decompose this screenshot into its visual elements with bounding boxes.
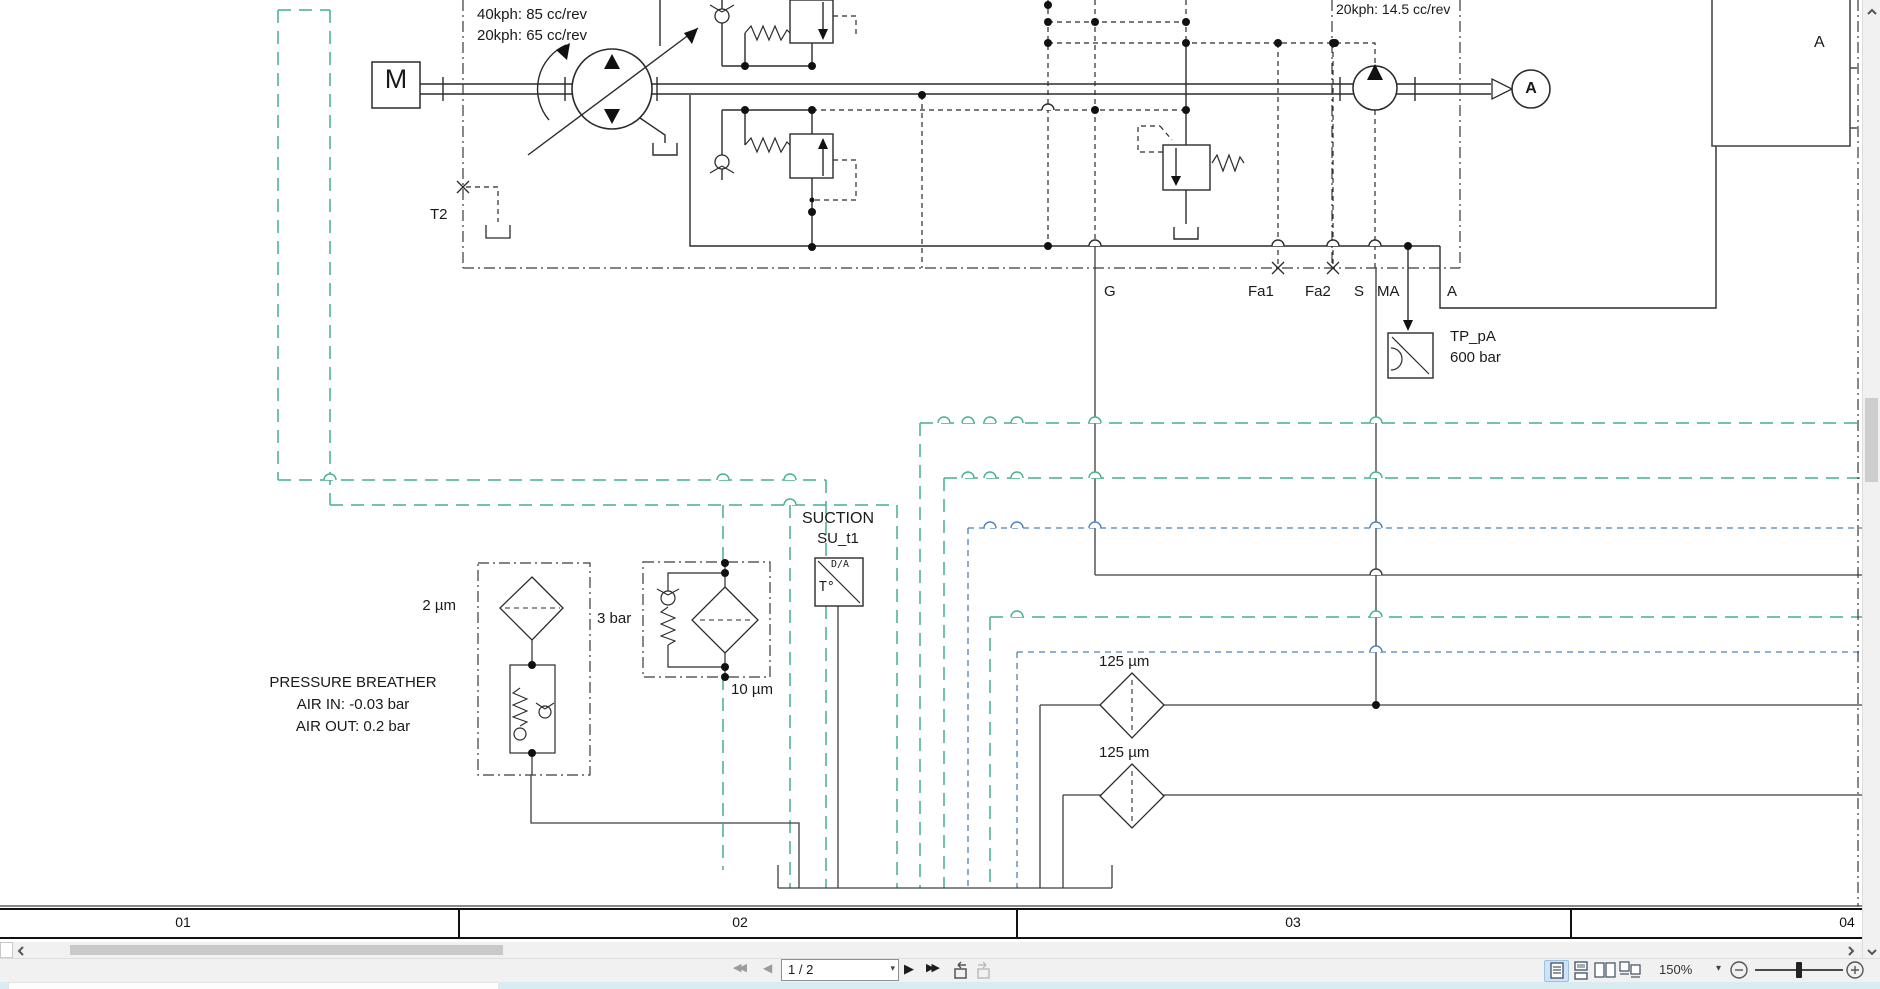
zoom-level-value: 150% <box>1659 962 1693 977</box>
taskbar-window-button[interactable] <box>8 982 499 989</box>
filter-rating-label: 10 µm <box>731 681 773 698</box>
port-label-a: A <box>1447 283 1458 300</box>
reservoir-a-label: A <box>1814 34 1825 51</box>
layout-two-columns-button[interactable] <box>1618 960 1641 980</box>
chevron-right-icon[interactable] <box>1846 944 1856 962</box>
port-label-g: G <box>1104 283 1116 300</box>
breather-title: PRESSURE BREATHER <box>269 674 437 691</box>
horizontal-scrollbar-thumb[interactable] <box>70 945 503 955</box>
rect-arrow-left-icon <box>954 961 967 979</box>
last-page-button[interactable]: ▶▶ <box>926 962 940 974</box>
port-label-ma: MA <box>1377 283 1400 300</box>
pump-displacement-note-2: 20kph: 65 cc/rev <box>477 27 588 44</box>
chevron-left-icon[interactable] <box>16 944 26 962</box>
chevron-up-icon[interactable] <box>1866 4 1878 22</box>
gauge-a-label: A <box>1525 80 1537 97</box>
zoom-out-button[interactable] <box>1729 960 1749 985</box>
plus-circle-icon <box>1846 961 1864 979</box>
page-dropdown-icon[interactable]: ▾ <box>890 963 895 973</box>
taskbar-edge <box>0 982 1880 989</box>
single-page-icon <box>1550 962 1564 979</box>
zoom-slider-thumb[interactable] <box>1796 962 1802 978</box>
suction-sensor-title: SUCTION <box>802 510 874 527</box>
layout-one-column-button[interactable] <box>1569 960 1592 980</box>
horizontal-scrollbar[interactable] <box>0 942 1862 958</box>
port-label-t2: T2 <box>430 206 448 223</box>
rect-arrow-right-icon <box>977 961 990 979</box>
charge-pump-note: 20kph: 14.5 cc/rev <box>1336 1 1451 17</box>
vertical-scrollbar-thumb[interactable] <box>1865 398 1878 482</box>
breather-air-out: AIR OUT: 0.2 bar <box>295 718 411 735</box>
port-label-fa1: Fa1 <box>1248 283 1274 300</box>
two-columns-icon <box>1619 961 1641 978</box>
two-pages-icon <box>1594 962 1616 978</box>
strainer-top-label: 125 µm <box>1099 653 1150 670</box>
page-number-value: 1 / 2 <box>788 962 814 977</box>
zoom-slider[interactable] <box>1753 960 1845 980</box>
breather-air-in: AIR IN: -0.03 bar <box>296 696 410 713</box>
zoom-dropdown-icon[interactable]: ▾ <box>1716 963 1722 974</box>
next-page-button[interactable]: ▶ <box>904 961 914 976</box>
strainer-bottom-label: 125 µm <box>1099 744 1150 761</box>
suction-sensor-temp-text: T° <box>819 580 835 595</box>
port-label-fa2: Fa2 <box>1305 283 1331 300</box>
next-view-button[interactable] <box>975 961 993 986</box>
zone-label-02: 02 <box>732 914 748 930</box>
suction-sensor-tag: SU_t1 <box>817 530 859 547</box>
previous-page-button[interactable]: ◀ <box>763 961 773 975</box>
chevron-down-icon[interactable] <box>1866 944 1878 962</box>
suction-sensor-da-text: D/A <box>831 559 850 570</box>
one-column-icon <box>1574 961 1588 980</box>
hydraulic-schematic-canvas <box>0 0 1862 939</box>
zoom-in-button[interactable] <box>1845 960 1865 985</box>
port-label-s: S <box>1354 283 1365 300</box>
pump-displacement-note-1: 40kph: 85 cc/rev <box>477 6 588 23</box>
viewer-toolbar: ◀◀ ◀ 1 / 2 ▾ ▶ ▶▶ <box>0 958 1880 983</box>
test-point-name: TP_pA <box>1450 328 1496 345</box>
previous-view-button[interactable] <box>951 961 969 986</box>
motor-symbol-label: M <box>384 64 408 94</box>
breather-rating-label: 2 µm <box>422 597 456 614</box>
vertical-scrollbar[interactable] <box>1862 0 1880 958</box>
first-page-button[interactable]: ◀◀ <box>733 962 747 974</box>
zone-label-01: 01 <box>175 914 191 930</box>
layout-single-page-button[interactable] <box>1544 960 1569 982</box>
scrollbar-corner-grip <box>0 942 13 958</box>
page-number-field[interactable]: 1 / 2 ▾ <box>781 959 899 981</box>
layout-two-pages-button[interactable] <box>1593 960 1616 980</box>
test-point-pressure: 600 bar <box>1450 349 1501 366</box>
filter-bypass-label: 3 bar <box>597 610 632 627</box>
zone-label-04: 04 <box>1839 914 1855 930</box>
minus-circle-icon <box>1730 961 1748 979</box>
zone-label-03: 03 <box>1285 914 1301 930</box>
